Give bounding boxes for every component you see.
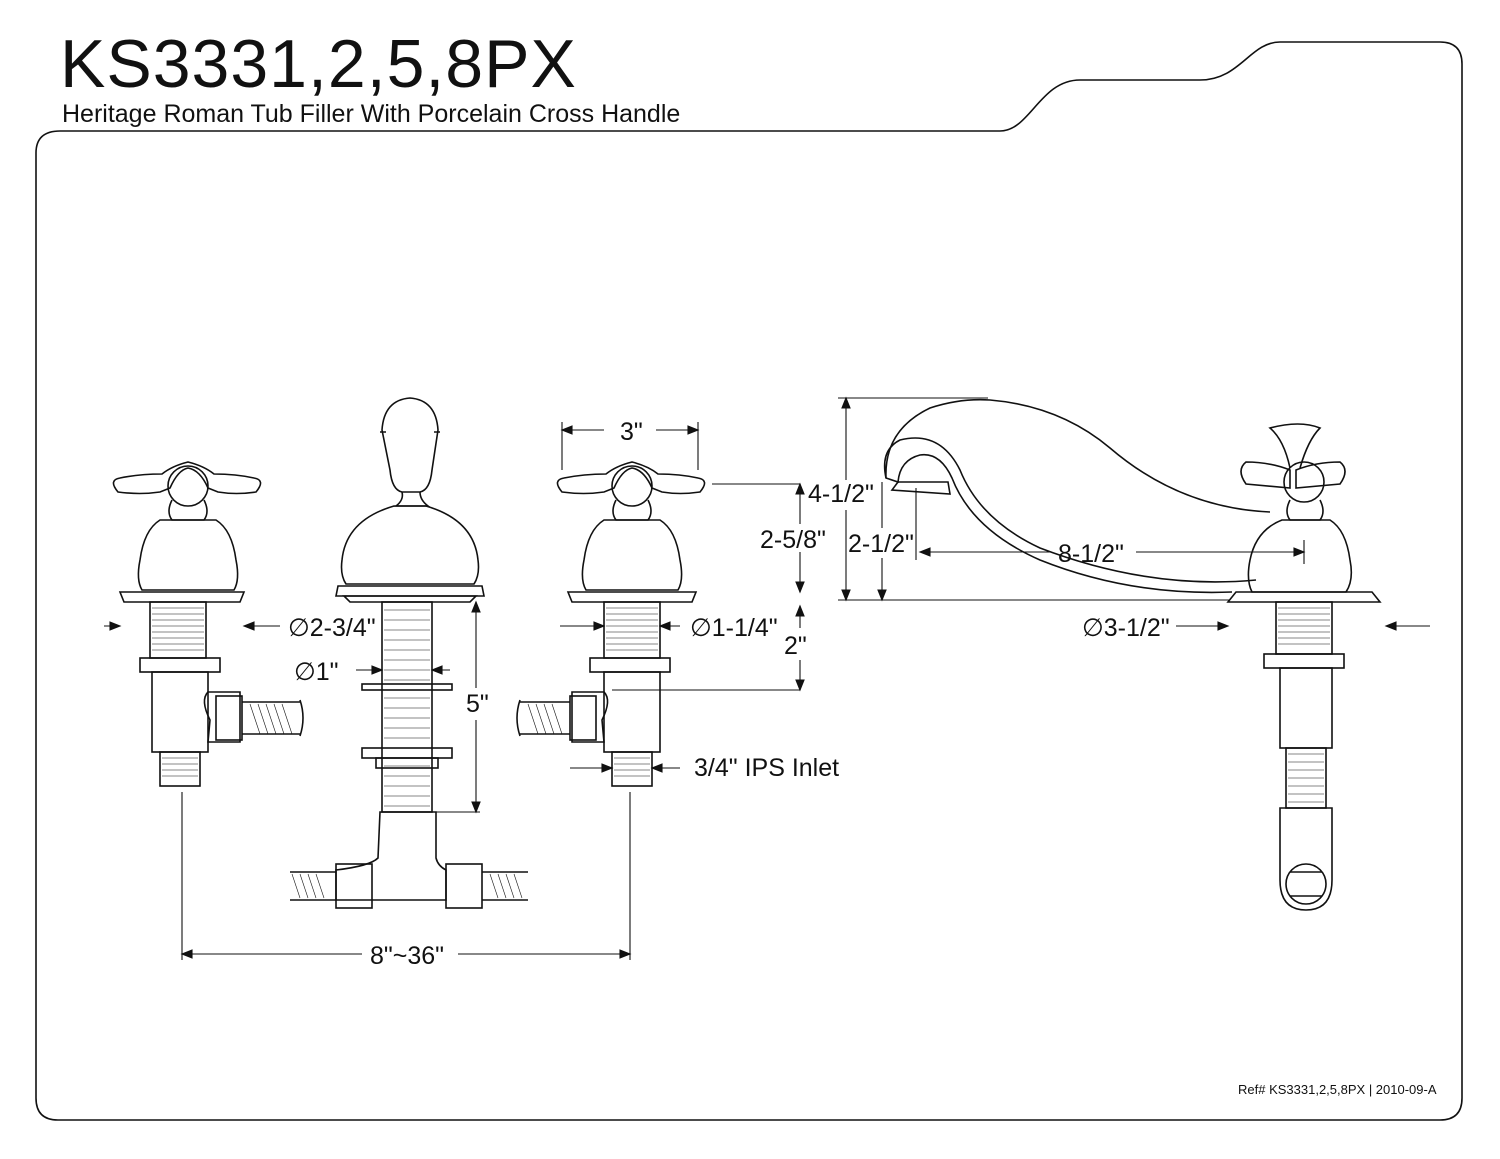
- dim-shank-length-5: 5": [466, 690, 489, 718]
- page-subtitle: Heritage Roman Tub Filler With Porcelain…: [62, 100, 681, 128]
- dim-spout-clearance: 2-1/2": [848, 530, 914, 558]
- dim-shank-length-2: 2": [784, 632, 807, 660]
- right-handle-valve: [516, 461, 706, 787]
- dim-inlet: 3/4" IPS Inlet: [694, 754, 839, 782]
- dimension-lines: [104, 396, 1430, 960]
- page-title: KS3331,2,5,8PX: [60, 26, 577, 102]
- dim-base-dia-left: ∅2-3/4": [288, 614, 376, 642]
- center-spout-front: [290, 397, 528, 909]
- spout-side-view: [883, 398, 1271, 594]
- sheet-frame: [35, 41, 1463, 1121]
- dim-shank-dia: ∅1": [294, 658, 339, 686]
- dim-spout-reach: 8-1/2": [1058, 540, 1124, 568]
- dim-valve-base-dia: ∅1-1/4": [690, 614, 778, 642]
- dim-spread: 8"~36": [370, 942, 444, 970]
- side-handle-valve: [1226, 423, 1382, 911]
- left-handle-valve: [112, 461, 304, 787]
- dim-spout-base-dia: ∅3-1/2": [1082, 614, 1170, 642]
- dim-spout-height: 4-1/2": [808, 480, 874, 508]
- dim-handle-height: 2-5/8": [760, 526, 826, 554]
- reference-number: Ref# KS3331,2,5,8PX | 2010-09-A: [1238, 1082, 1437, 1097]
- dim-handle-width: 3": [620, 418, 643, 446]
